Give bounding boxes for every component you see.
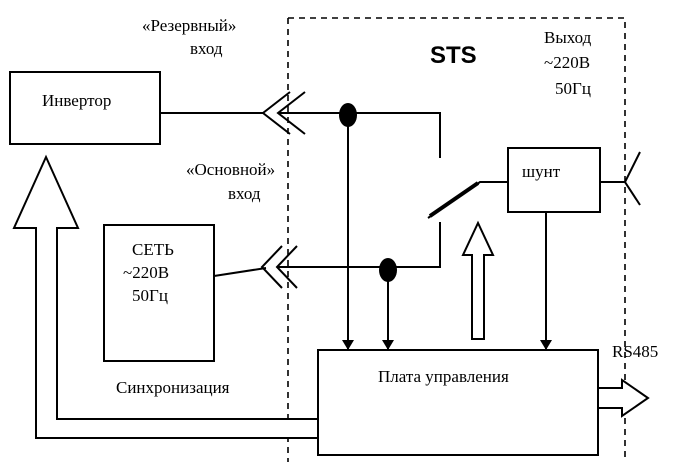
mains-label-line2: ~220В xyxy=(123,263,169,282)
rs485-label: RS485 xyxy=(612,342,658,361)
synchronization-label: Синхронизация xyxy=(116,378,230,397)
rs485-arrow xyxy=(597,378,650,418)
inverter-label: Инвертор xyxy=(42,91,111,110)
reserve-input-label-line2: вход xyxy=(190,39,223,58)
main-input-label-line1: «Основной» xyxy=(186,160,275,179)
mains-box xyxy=(103,224,215,362)
reserve-input-wire xyxy=(160,112,441,158)
inverter-box xyxy=(9,71,161,145)
synchronization-arrow xyxy=(12,154,319,439)
switch-contact xyxy=(428,181,480,218)
output-connector xyxy=(623,151,641,206)
mains-label-line3: 50Гц xyxy=(132,286,168,305)
shunt-label: шунт xyxy=(522,162,561,181)
shunt-box xyxy=(507,147,601,213)
output-label-line3: 50Гц xyxy=(555,79,591,98)
output-label-line2: ~220В xyxy=(544,53,590,72)
output-label-line1: Выход xyxy=(544,28,592,47)
control-board-label: Плата управления xyxy=(378,367,509,386)
sts-boundary xyxy=(287,17,626,462)
sts-title: STS xyxy=(430,42,477,69)
switch-control-arrow xyxy=(461,220,495,340)
mains-label-line1: СЕТЬ xyxy=(132,240,174,259)
control-board-box xyxy=(317,349,599,456)
transfer-switch-blade xyxy=(427,181,508,219)
reserve-input-label-line1: «Резервный» xyxy=(142,16,236,35)
main-input-wire xyxy=(213,222,441,277)
main-input-label-line2: вход xyxy=(228,184,261,203)
